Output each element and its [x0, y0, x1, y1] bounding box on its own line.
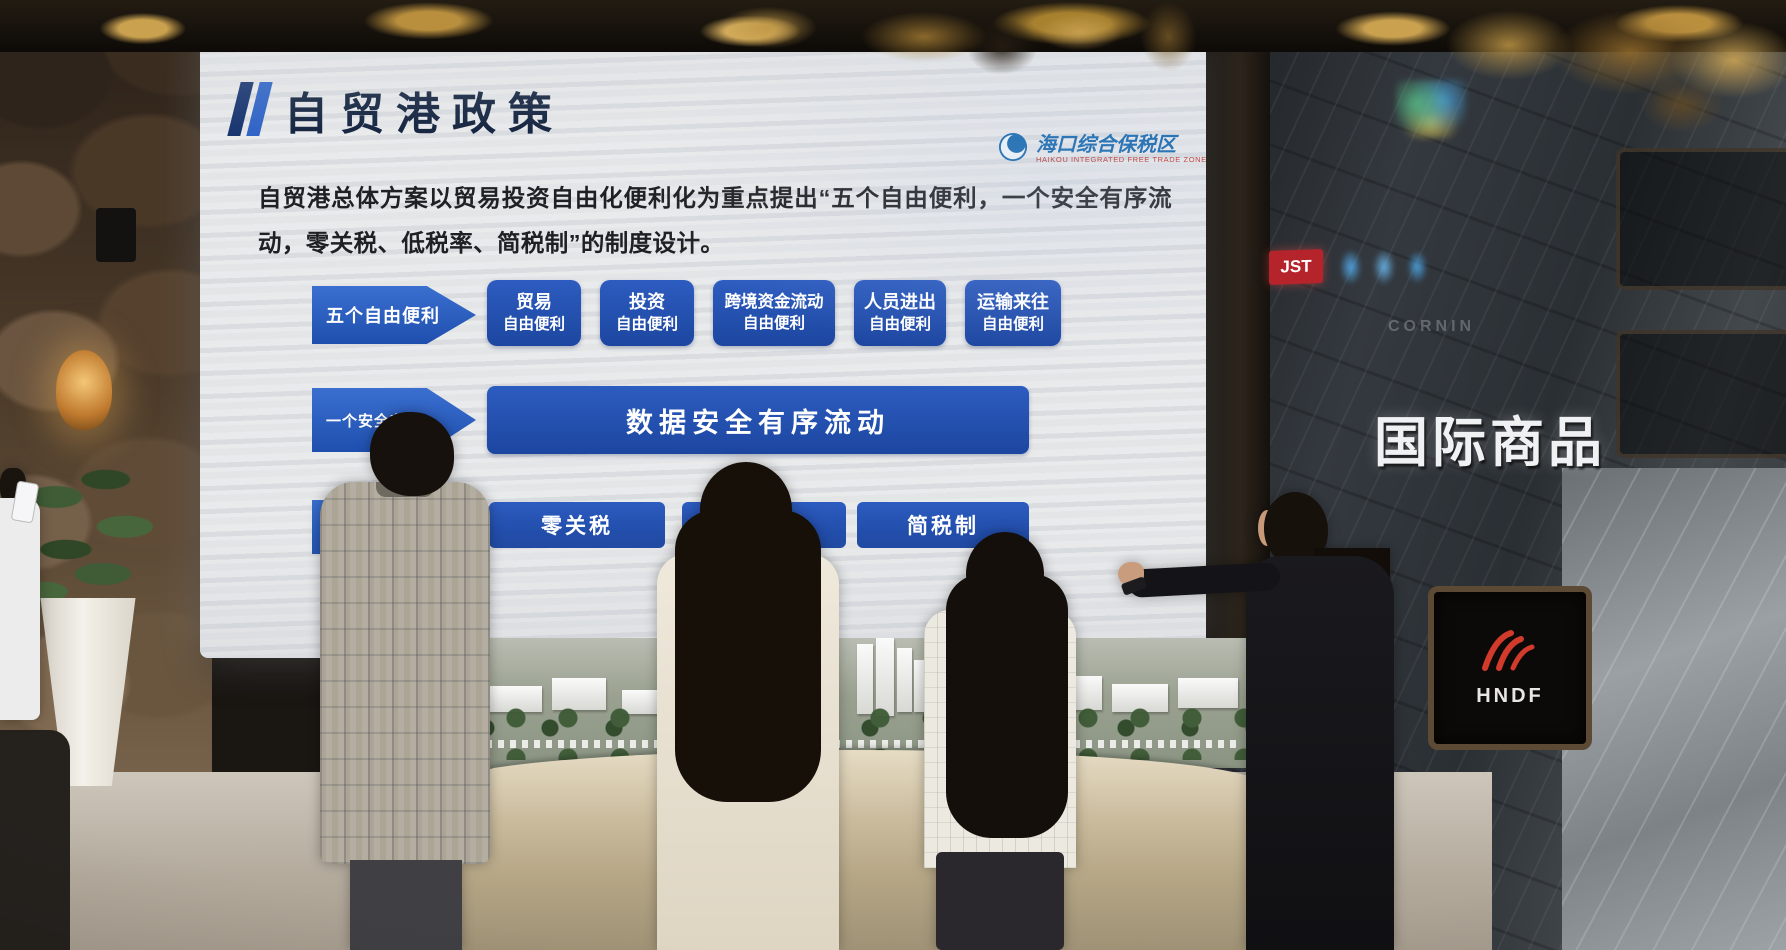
box-personnel: 人员进出 自由便利: [854, 280, 946, 346]
long-hair: [675, 510, 821, 802]
arrow-five-freedoms: 五个自由便利: [312, 286, 476, 344]
jst-sign: JST: [1269, 249, 1323, 285]
dark-corner-object: [0, 730, 70, 950]
wall-niche-mid: [1616, 330, 1786, 458]
arrow-label: 五个自由便利: [326, 306, 440, 326]
model-platform-rim: [442, 750, 1262, 950]
visitor-woman-center: [645, 462, 850, 950]
visitor-woman-right: [918, 532, 1083, 950]
visitor-left-edge: [0, 468, 44, 768]
pants: [350, 860, 462, 950]
light-marble-panel: [1562, 468, 1786, 950]
model-tower: [857, 644, 873, 714]
logo-name: 海口综合保税区: [1036, 134, 1176, 157]
city-scale-model: [442, 638, 1262, 950]
model-tower: [897, 648, 912, 712]
wall-niche-top: [1616, 148, 1786, 290]
white-shirt: [0, 498, 40, 720]
dark-pillar: [1198, 40, 1270, 660]
black-outfit: [1246, 556, 1394, 950]
model-building: [1178, 678, 1238, 708]
box-investment: 投资 自由便利: [600, 280, 694, 346]
dark-skirt: [936, 852, 1064, 950]
slide-title: 自贸港政策: [284, 90, 564, 139]
box-trade: 贸易 自由便利: [487, 280, 581, 346]
gold-ornament-cluster: [690, 0, 1210, 92]
box-cross-border-capital: 跨境资金流动 自由便利: [713, 280, 835, 346]
glowing-blue-sign: [1332, 246, 1436, 288]
slide-intro-paragraph: 自贸港总体方案以贸易投资自由化便利化为重点提出“五个自由便利，一个安全有序流动，…: [258, 185, 1172, 257]
title-accent-bars: [227, 82, 280, 138]
wall-lamp: [56, 350, 112, 430]
international-goods-sign: 国际商品: [1374, 413, 1606, 473]
haikou-ftz-logo-icon: [998, 132, 1028, 167]
etched-brand-sign: CORNIN: [1388, 318, 1476, 335]
hair: [370, 412, 454, 496]
guide-woman-pointing: [1118, 492, 1394, 950]
visitor-man-plaid-jacket: [318, 412, 493, 950]
speaker-box: [96, 208, 136, 262]
model-tower: [876, 638, 894, 716]
long-hair: [946, 574, 1068, 838]
hndf-sign: HNDF: [1428, 586, 1592, 750]
freedom-boxes-row: 贸易 自由便利 投资 自由便利 跨境资金流动 自由便利 人员进出 自由便利 运输…: [487, 280, 1061, 346]
haikou-ftz-logo: 海口综合保税区 HAIKOU INTEGRATED FREE TRADE ZON…: [998, 132, 1206, 167]
box-transport: 运输来往 自由便利: [965, 280, 1061, 346]
plaid-jacket: [320, 482, 490, 864]
hndf-label: HNDF: [1476, 685, 1544, 707]
box-zero-tariff: 零关税: [489, 502, 665, 548]
hndf-flame-icon: [1475, 628, 1545, 677]
logo-subtitle: HAIKOU INTEGRATED FREE TRADE ZONE: [1036, 155, 1206, 165]
model-fence: [462, 740, 1242, 748]
box-data-flow: 数据安全有序流动: [487, 386, 1029, 454]
gold-decor-top-right: [1440, 0, 1786, 150]
